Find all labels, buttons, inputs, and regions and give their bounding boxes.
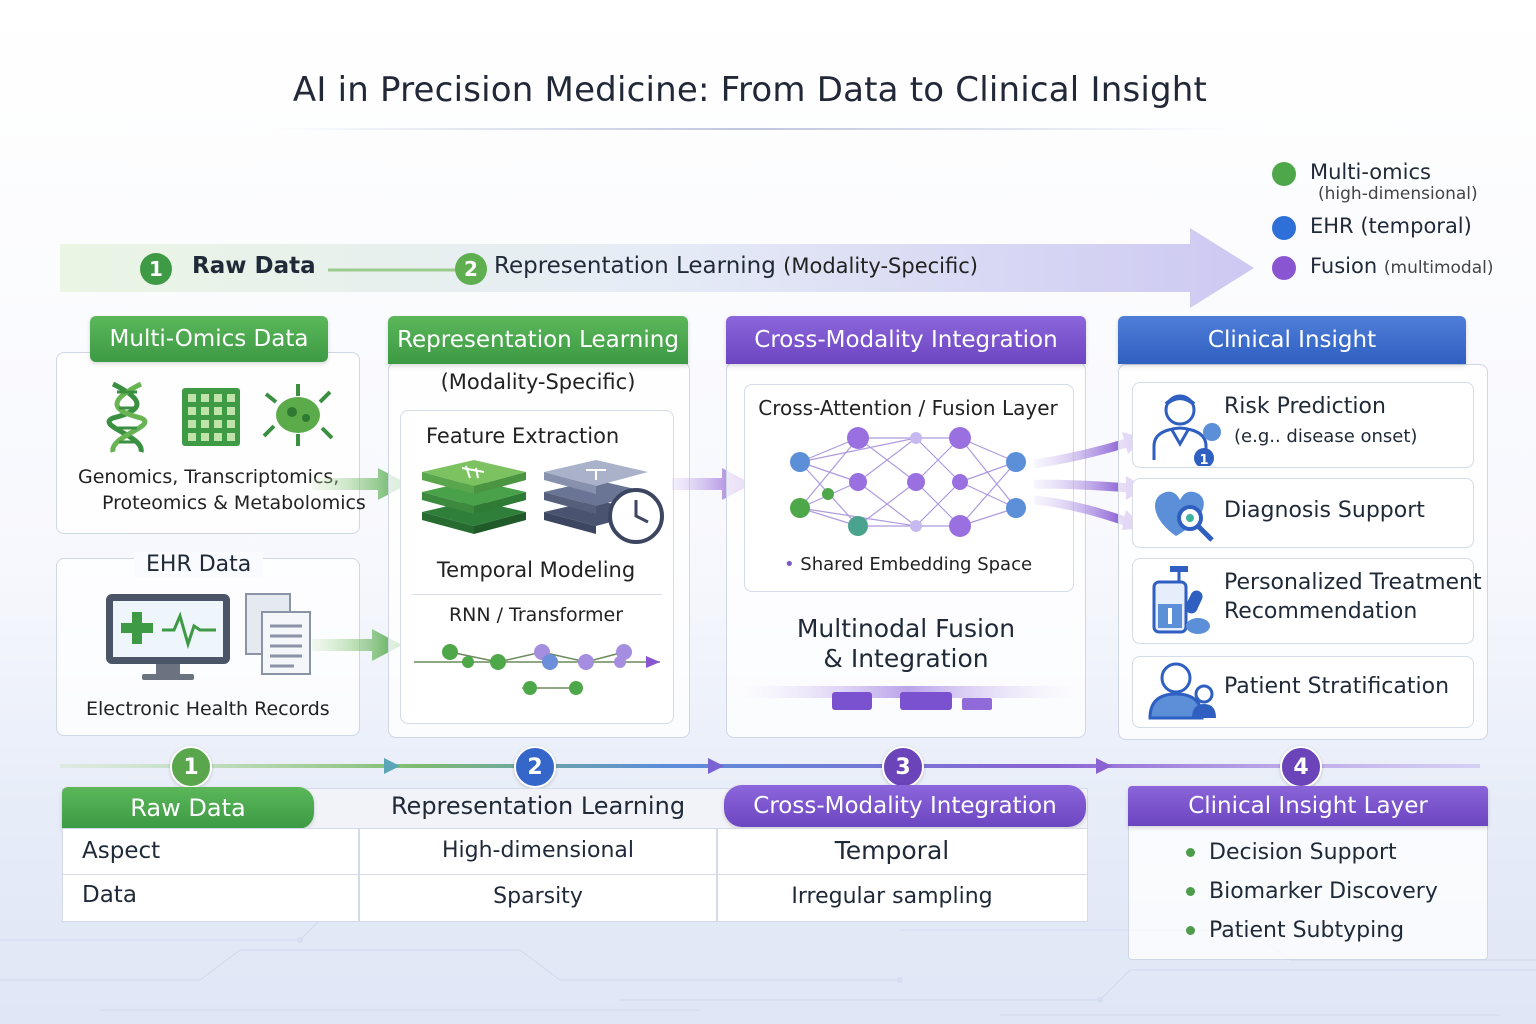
bullet-dot-icon [1186, 926, 1195, 935]
purple-dot-icon [1272, 256, 1296, 280]
diagnosis-support-label: Diagnosis Support [1224, 498, 1425, 523]
bullet-dot-icon [1186, 887, 1195, 896]
step-badge: 2 [455, 253, 487, 285]
omics-caption-line1: Genomics, Transcriptomics, [78, 466, 340, 488]
table-header-cross-modality: Cross-Modality Integration [724, 785, 1086, 827]
clinical-insight-header: Clinical Insight [1118, 316, 1466, 364]
legend-sub: (high-dimensional) [1318, 184, 1478, 204]
doctor-icon [1152, 394, 1221, 466]
shared-embedding-label: • Shared Embedding Space [744, 554, 1072, 575]
timeline [60, 758, 1480, 774]
green-dot-icon [1272, 162, 1296, 186]
feature-extraction-title: Feature Extraction [426, 424, 620, 448]
bullet-dot-icon: • [783, 554, 801, 575]
risk-prediction-label: Risk Prediction [1224, 394, 1386, 419]
multinodal-line1: Multinodal Fusion [796, 614, 1016, 643]
divider [412, 594, 662, 595]
green-layers-icon [422, 460, 526, 534]
medicine-icon [1152, 566, 1210, 634]
table-header-raw-data: Raw Data [62, 787, 314, 829]
insight-bullet-list: Decision Support Biomarker Discovery Pat… [1186, 840, 1438, 957]
legend: Multi-omics(high-dimensional) EHR (tempo… [1272, 160, 1493, 280]
list-item: Biomarker Discovery [1186, 879, 1438, 904]
timeline-step-4: 4 [1280, 746, 1322, 788]
representation-sub: (Modality-Specific) [440, 370, 636, 394]
legend-item-ehr: EHR (temporal) [1272, 214, 1493, 240]
temporal-layers-clock-icon [544, 460, 664, 544]
risk-prediction-sub: (e.g.. disease onset) [1234, 426, 1418, 447]
blue-dot-icon [1272, 216, 1296, 240]
patients-icon [1148, 662, 1216, 720]
table-cell-high-dimensional: High-dimensional [441, 838, 635, 863]
fusion-layer-title: Cross-Attention / Fusion Layer [758, 396, 1058, 420]
flow-step-1: 1 [140, 253, 172, 285]
multinodal-fusion-title: Multinodal Fusion & Integration [726, 614, 1086, 674]
omics-caption-line2: Proteomics & Metabolomics [102, 492, 366, 514]
sequence-graph-icon [414, 644, 660, 695]
list-item: Patient Subtyping [1186, 918, 1438, 943]
clinical-insight-layer-header: Clinical Insight Layer [1128, 786, 1488, 826]
risk-badge: 1 [1199, 452, 1209, 468]
personalized-treatment-label: Personalized Treatment [1224, 570, 1482, 595]
legend-item-multiomics: Multi-omics(high-dimensional) [1272, 160, 1493, 204]
multi-omics-header: Multi-Omics Data [90, 316, 328, 362]
arrow-omics-to-feature [312, 468, 408, 500]
table-row [62, 874, 1088, 922]
legend-label: Fusion [1310, 254, 1378, 278]
title-divider [270, 128, 1230, 130]
timeline-step-2: 2 [514, 746, 556, 788]
multinodal-line2: & Integration [823, 644, 989, 673]
feature-extraction-card [400, 410, 674, 724]
legend-sub: (multimodal) [1383, 258, 1494, 278]
flow-step-2-title: Representation Learning [494, 253, 776, 279]
arrow-ehr-to-temporal [312, 629, 402, 661]
table-cell-aspect: Aspect [82, 838, 161, 864]
legend-label: Multi-omics [1310, 160, 1431, 184]
table-cell-data: Data [82, 882, 137, 908]
step-badge: 1 [140, 253, 172, 285]
representation-header: Representation Learning [388, 316, 688, 364]
list-item: Decision Support [1186, 840, 1438, 865]
rnn-transformer-label: RNN / Transformer [448, 604, 624, 626]
flow-step-2-sub: (Modality-Specific) [783, 254, 978, 278]
bullet-label: Decision Support [1209, 840, 1397, 865]
table-cell-sparsity: Sparsity [493, 884, 583, 909]
temporal-modeling-label: Temporal Modeling [436, 558, 636, 582]
grid-icon [182, 388, 240, 446]
table-col-divider [716, 828, 718, 922]
table-cell-irregular-sampling: Irregular sampling [791, 884, 993, 909]
table-col-divider [358, 828, 360, 922]
patient-stratification-label: Patient Stratification [1224, 674, 1450, 699]
bullet-dot-icon [1186, 848, 1195, 857]
flow-step-1-label: Raw Data [192, 253, 316, 279]
shared-embedding-text: Shared Embedding Space [800, 554, 1033, 575]
cross-modality-header: Cross-Modality Integration [726, 316, 1086, 364]
timeline-step-1: 1 [170, 746, 212, 788]
fusion-bars-icon [740, 686, 1076, 710]
top-flow-arrow [60, 228, 1254, 308]
heart-search-icon [1155, 491, 1214, 542]
ehr-caption: Electronic Health Records [86, 698, 330, 720]
fusion-network-icon [790, 427, 1026, 537]
timeline-step-3: 3 [882, 746, 924, 788]
bullet-label: Patient Subtyping [1209, 918, 1405, 943]
monitor-ecg-icon [106, 594, 230, 680]
legend-label: EHR (temporal) [1310, 214, 1472, 238]
bullet-label: Biomarker Discovery [1209, 879, 1438, 904]
personalized-treatment-sub: Recommendation [1224, 599, 1418, 624]
flow-step-2: 2 [455, 253, 487, 285]
table-header-representation: Representation Learning [390, 792, 686, 820]
documents-icon [245, 593, 311, 675]
legend-item-fusion: Fusion (multimodal) [1272, 254, 1493, 280]
flow-step-2-label: Representation Learning (Modality-Specif… [494, 253, 978, 279]
bacteria-icon [262, 384, 334, 446]
dna-icon [106, 381, 148, 453]
table-cell-temporal: Temporal [834, 836, 950, 865]
ehr-title: EHR Data [134, 552, 264, 577]
table-row [62, 828, 1088, 876]
page-title: AI in Precision Medicine: From Data to C… [292, 70, 1208, 110]
